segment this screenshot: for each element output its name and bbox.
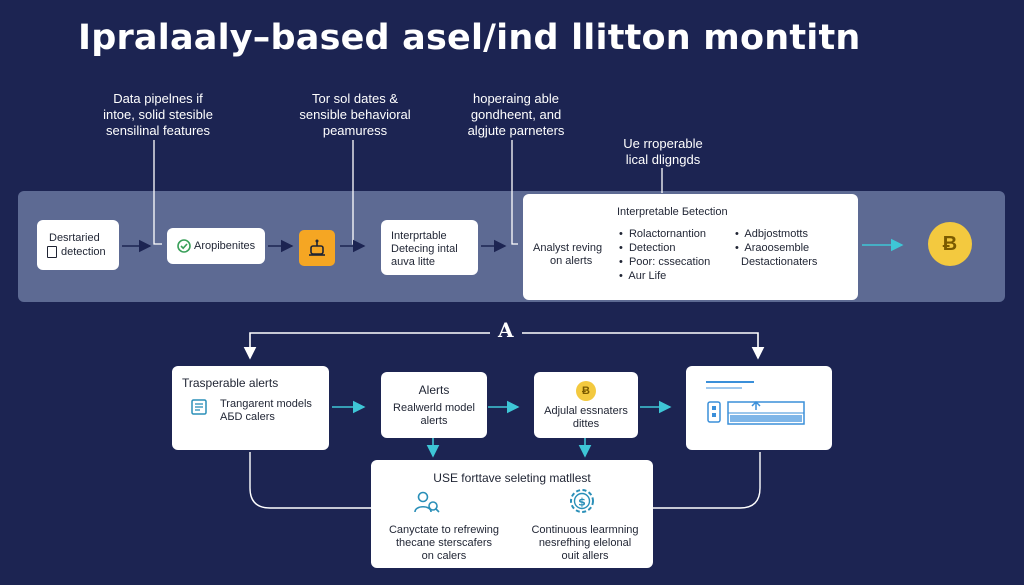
dashboard-preview-box[interactable] — [686, 366, 832, 450]
dashboard-chart-icon — [706, 381, 805, 425]
svg-text:$: $ — [578, 496, 586, 509]
annotation-data-pipelines: Data pipelnes if intoe, solid stesible s… — [103, 91, 213, 138]
adjust-estimators-box[interactable]: Ƀ Adjulal essnaters dittes — [534, 372, 638, 438]
diagram-title: Ipralaaly–based asel/ind llitton montitn — [78, 18, 861, 58]
desrtaried-detection-box[interactable]: Desrtaried detection — [37, 220, 119, 270]
dollar-gear-icon: $ — [567, 486, 597, 516]
use-feature-selecting-box[interactable]: USE forttave seleting matllest $ Canycta… — [371, 460, 653, 568]
document-icon — [47, 246, 57, 258]
interpretable-detection-panel[interactable]: Interpretable Бetection Analyst reving o… — [523, 194, 858, 300]
annotation-parameters: hoperaing able gondheent, and algjute pa… — [467, 91, 565, 138]
list-document-icon — [190, 398, 208, 416]
shield-check-icon — [177, 239, 191, 253]
annotation-behavioral: Tor sol dates & sensible behavioral peam… — [299, 91, 411, 138]
interprtable-box[interactable]: Interprtable Detecing intal auva litte — [381, 220, 478, 275]
bitcoin-coin-icon: Ƀ — [928, 222, 972, 266]
user-search-icon — [413, 488, 441, 516]
panel-title: Interpretable Бetection — [617, 206, 728, 218]
robot-icon — [299, 230, 335, 266]
split-label: A — [498, 318, 514, 342]
aropibenites-box[interactable]: Aropibenites — [167, 228, 265, 264]
annotation-interoperable: Ue rroperable lical dligngds — [623, 136, 703, 167]
trasperable-alerts-box[interactable]: Trasperable alerts Trangarent models AБD… — [172, 366, 329, 450]
alerts-box[interactable]: Alerts Realwerld model alerts — [381, 372, 487, 438]
bitcoin-icon: Ƀ — [576, 381, 596, 401]
